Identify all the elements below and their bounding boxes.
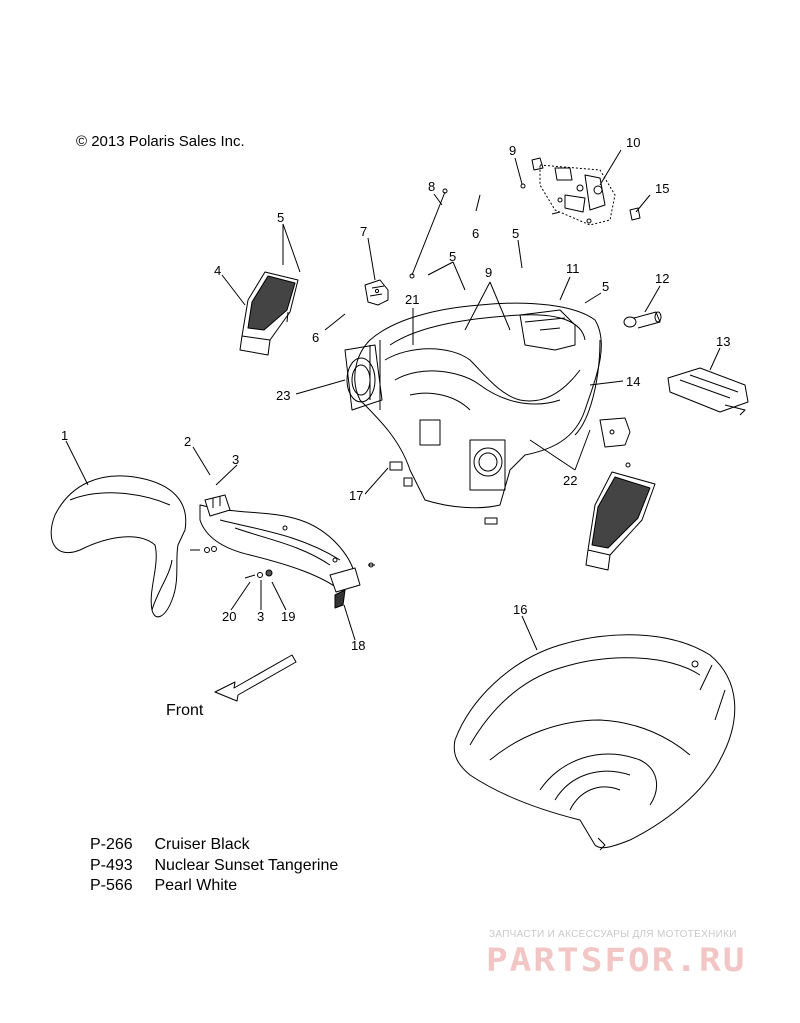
callout-5: 5 — [449, 249, 456, 264]
paint-code: P-266 — [90, 836, 133, 853]
callout-19: 19 — [281, 609, 295, 624]
front-direction-arrow — [214, 654, 297, 702]
callout-8: 8 — [428, 179, 435, 194]
part-12-socket — [623, 311, 662, 329]
leader-lines — [65, 149, 721, 651]
callout-5: 5 — [602, 279, 609, 294]
paint-code: P-566 — [90, 877, 133, 894]
callout-12: 12 — [655, 271, 669, 286]
paint-code-legend: P-266 Cruiser Black P-493 Nuclear Sunset… — [90, 835, 338, 897]
callout-3: 3 — [257, 609, 264, 624]
callout-7: 7 — [360, 224, 367, 239]
callout-20: 20 — [222, 609, 236, 624]
part-1-fairing-trim — [50, 475, 187, 618]
callout-2: 2 — [184, 434, 191, 449]
part-14-trunk-body — [354, 302, 602, 509]
paint-code: P-493 — [90, 856, 133, 874]
callout-3: 3 — [232, 452, 239, 467]
callout-5: 5 — [512, 226, 519, 241]
callout-9: 9 — [509, 143, 516, 158]
callout-16: 16 — [513, 602, 527, 617]
callout-13: 13 — [716, 334, 730, 349]
paint-name: Nuclear Sunset Tangerine — [154, 856, 339, 874]
watermark-tagline: ЗАПЧАСТИ И АКСЕССУАРЫ ДЛЯ МОТОТЕХНИКИ — [489, 929, 737, 940]
callout-18: 18 — [351, 638, 365, 653]
callout-22: 22 — [563, 473, 577, 488]
copyright-notice: © 2013 Polaris Sales Inc. — [76, 133, 245, 150]
part-16-trunk-lid — [453, 634, 736, 851]
callout-10: 10 — [626, 135, 640, 150]
paint-name: Cruiser Black — [154, 836, 250, 853]
callout-23: 23 — [276, 388, 290, 403]
paint-code-row: P-566 Pearl White — [90, 876, 338, 897]
callout-21: 21 — [405, 292, 419, 307]
callout-9: 9 — [485, 265, 492, 280]
callout-1: 1 — [61, 428, 68, 443]
callout-6: 6 — [312, 330, 319, 345]
part-13-pad — [667, 367, 749, 416]
paint-code-row: P-493 Nuclear Sunset Tangerine — [90, 856, 338, 877]
part-18-inner-fairing-bracket — [190, 494, 361, 609]
watermark-logo: PARTSFOR.RU — [486, 942, 747, 979]
callout-5: 5 — [277, 210, 284, 225]
part-8-cable — [409, 188, 448, 279]
part-10-electrical-module — [520, 157, 641, 226]
callout-11: 11 — [566, 261, 580, 276]
part-22-bracket — [599, 417, 631, 468]
part-17-decal — [389, 461, 498, 525]
callout-15: 15 — [655, 181, 669, 196]
paint-name: Pearl White — [154, 877, 238, 894]
callout-6: 6 — [472, 226, 479, 241]
callout-4: 4 — [214, 263, 221, 278]
part-23-speaker-ring — [344, 344, 383, 411]
part-7-bracket — [364, 279, 389, 306]
callout-numbers: 1 2 3 4 5 6 7 8 6 9 10 15 5 5 9 11 5 12 … — [61, 135, 730, 653]
paint-code-row: P-266 Cruiser Black — [90, 835, 338, 856]
callout-14: 14 — [626, 374, 640, 389]
hardware-20-3-19 — [244, 562, 375, 579]
front-label: Front — [166, 702, 204, 719]
part-4-right-speaker-grille — [585, 471, 656, 571]
part-4-left-speaker-grille — [239, 271, 299, 356]
callout-17: 17 — [349, 488, 363, 503]
